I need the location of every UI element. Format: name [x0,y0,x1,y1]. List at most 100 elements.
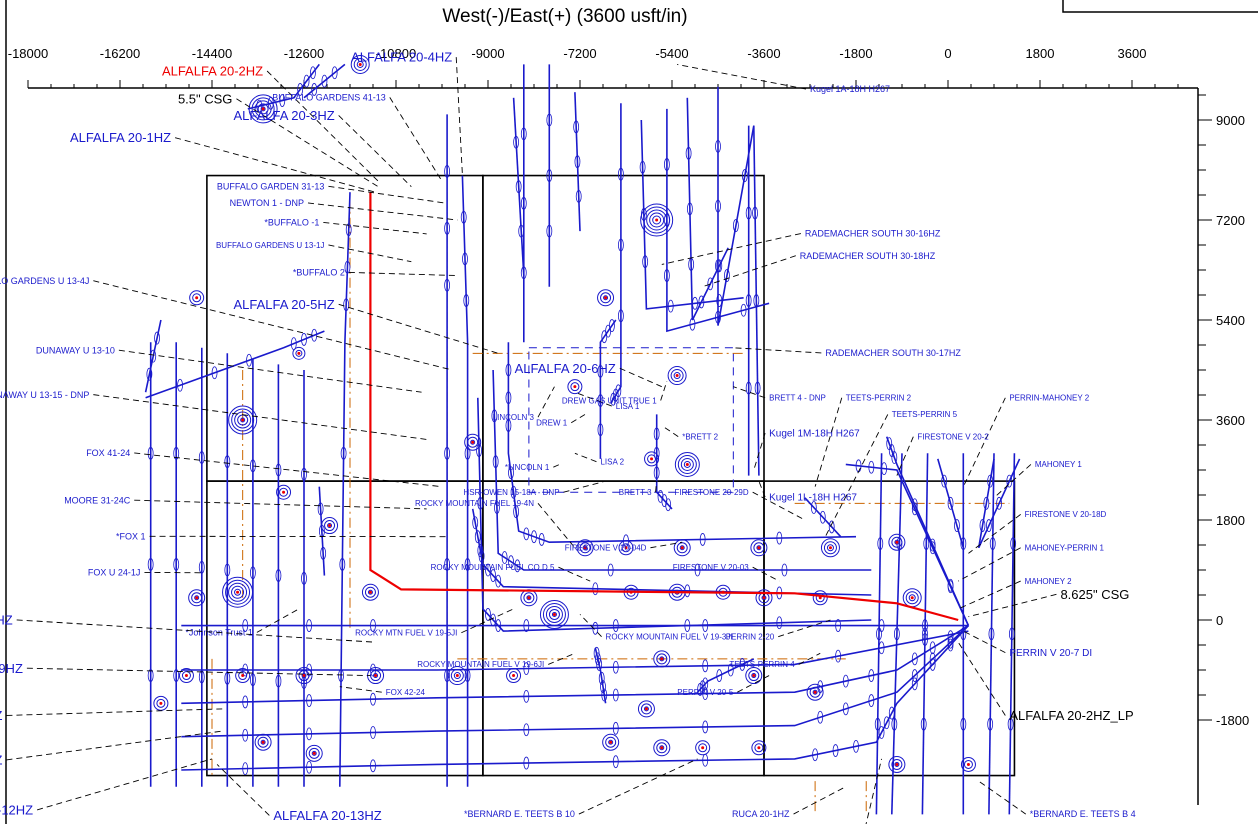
survey-point [929,641,936,655]
annotation-leader [619,367,662,388]
well-bullseye-ring [156,698,166,708]
annotation-leader [758,480,766,498]
well-bullseye-ring [295,349,303,357]
well-label: FOX 42-24 [386,688,426,697]
survey-point [147,446,154,460]
well-center-dot [241,418,245,422]
survey-point [598,671,605,685]
survey-point [546,113,553,127]
annotation-leader [578,758,698,815]
survey-point [753,294,760,307]
well-label: ALFALFA 20-1HZ [70,130,171,145]
well-bullseye-ring [673,539,691,557]
well-label: TEETS-PERRIN 5 [892,410,958,419]
well-bullseye-ring [238,671,248,681]
well-bullseye-ring [356,60,364,68]
survey-point [686,202,693,216]
well-center-dot [573,385,577,389]
annotation-leader [323,221,427,235]
survey-point [444,558,451,571]
well-label: ALFALFA 20-13HZ [273,808,381,823]
survey-point [947,578,954,592]
survey-point [505,363,512,377]
well-center-dot [650,457,654,461]
annotation-leader [958,580,1021,610]
survey-point [505,391,512,405]
survey-point [593,646,600,660]
survey-point [317,502,324,516]
survey-point [444,164,451,178]
well-bullseye-ring [234,588,242,596]
survey-point [600,680,606,694]
survey-point [688,258,695,271]
well-bullseye-ring [228,405,258,435]
survey-point [835,619,842,632]
well-bullseye-ring [823,541,837,555]
well-bullseye-ring [467,436,479,448]
survey-point [478,549,485,563]
survey-point [853,739,859,753]
well-center-dot [757,746,761,750]
survey-point [694,563,701,577]
well-bullseye-ring [809,686,821,698]
well-bullseye-ring [750,539,768,557]
offset-well-path [181,625,969,771]
annotation-leader [702,255,796,288]
well-label: DUNAWAY U 13-15 - DNP [0,390,89,400]
survey-point [523,619,530,632]
survey-point [920,717,927,731]
well-bullseye-ring [370,670,382,682]
survey-point [883,716,890,730]
annotation-leader [548,652,576,665]
offset-well-path [666,108,770,333]
annotation-leader [793,786,846,815]
y-tick-label: 5400 [1216,313,1245,328]
annotation-leader [174,137,376,193]
x-tick-label: -14400 [192,46,232,61]
offset-well-path [686,97,729,321]
annotation-leader [93,394,427,440]
well-bullseye-ring [234,411,252,429]
well-bullseye-ring [640,203,674,237]
section-boundary [482,480,765,777]
survey-point [960,717,967,731]
annotation-leader [328,244,412,263]
annotation-leader [461,608,514,634]
well-center-dot [818,596,822,600]
survey-point [592,621,599,635]
survey-point [891,451,898,464]
survey-point [242,695,249,709]
well-label: ROCKY MOUNTAIN FUEL CO D 5 [431,563,555,572]
survey-point [985,519,992,532]
survey-point [653,446,660,460]
section-grid [206,174,1016,777]
survey-point [876,627,882,641]
survey-point [370,619,376,632]
well-bullseye-ring [191,592,203,604]
survey-point [685,146,692,160]
well-center-dot [328,524,332,528]
annotation-leader [36,758,213,811]
annotation-leader [968,593,1057,618]
well-center-dot [701,746,705,750]
annotation-leader [962,397,1006,487]
well-label: ALFALFA 20-3HZ [233,108,334,123]
well-bullseye-ring [292,346,306,360]
annotation-leader [256,608,300,633]
well-bullseye-ring [891,536,903,548]
x-tick-label: -7200 [563,46,596,61]
survey-point [520,127,527,141]
chart-frame [5,0,1258,824]
well-bullseye-ring [298,670,310,682]
well-center-dot [895,762,899,766]
survey-point [275,463,282,477]
survey-point [835,649,842,663]
well-label: RADEMACHER SOUTH 30-16HZ [805,229,941,239]
well-bullseye-ring [680,457,694,471]
well-bullseye-ring [894,761,900,767]
survey-point [610,392,617,406]
survey-point [485,563,491,577]
well-label: *LINCOLN 1 [505,463,550,472]
x-tick-label: -9000 [471,46,504,61]
well-center-dot [312,751,316,755]
